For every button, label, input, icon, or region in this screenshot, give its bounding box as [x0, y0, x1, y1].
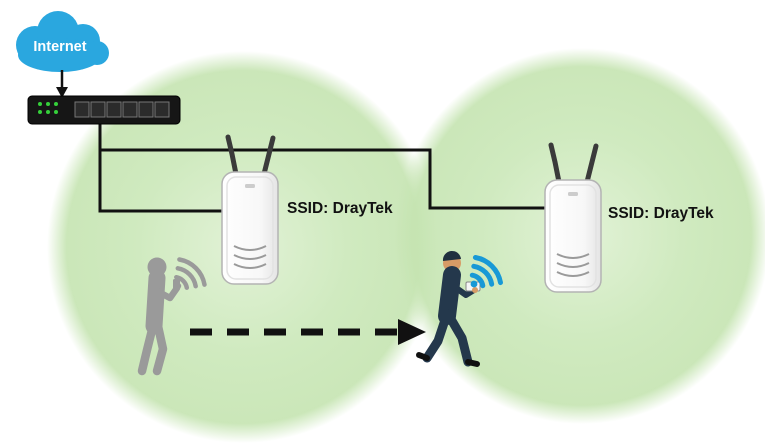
- cloud-to-router-arrow: [56, 70, 68, 98]
- roaming-direction-arrow: [190, 319, 426, 345]
- wifi-signal-blue-icon: [469, 255, 503, 289]
- ap1-ssid-label: SSID: DrayTek: [287, 200, 393, 217]
- ap2-ssid-label: SSID: DrayTek: [608, 205, 714, 222]
- internet-label: Internet: [33, 39, 86, 55]
- router-device-icon: [27, 95, 181, 125]
- access-point-1-icon: [221, 134, 279, 285]
- access-point-2-icon: [544, 142, 602, 293]
- wifi-signal-gray-icon: [174, 257, 207, 290]
- router-led-lights: [38, 102, 58, 114]
- ethernet-line-router-to-ap1: [98, 124, 222, 213]
- internet-cloud-icon: [16, 11, 109, 72]
- person-walking-icon: [416, 250, 481, 367]
- router-ethernet-ports: [74, 101, 170, 118]
- person-silhouette-gray: [137, 257, 181, 376]
- ethernet-line-router-to-ap2: [100, 148, 545, 210]
